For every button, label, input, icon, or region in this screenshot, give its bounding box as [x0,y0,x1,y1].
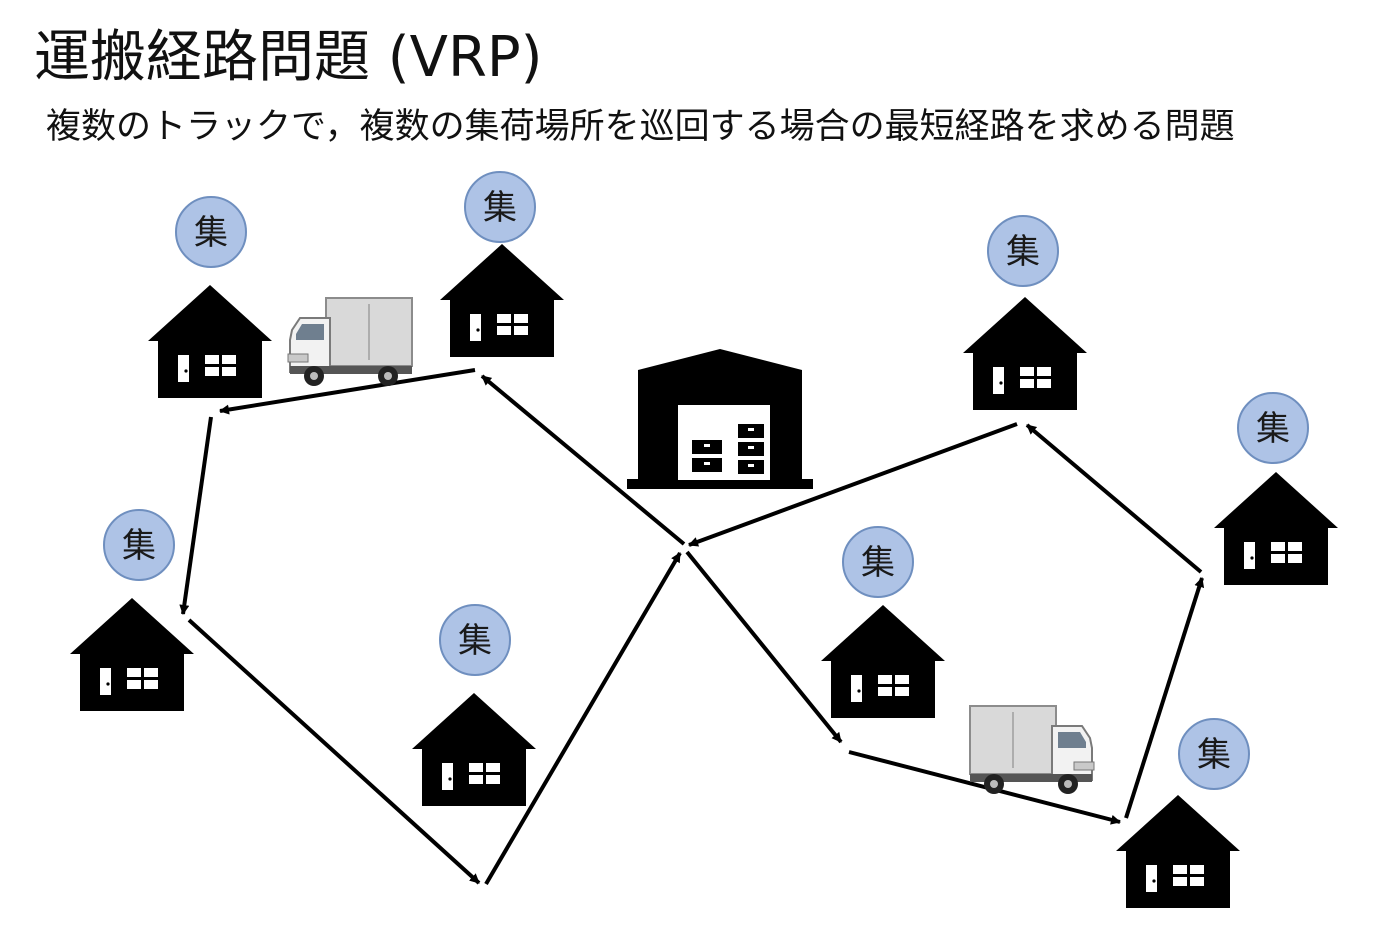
svg-text:集: 集 [1197,735,1231,775]
pickup-badge: 集 [1178,718,1250,790]
page-subtitle: 複数のトラックで，複数の集荷場所を巡回する場合の最短経路を求める問題 [46,107,1235,147]
pickup-badge: 集 [1237,392,1309,464]
svg-text:集: 集 [1256,409,1290,449]
route-arrow [219,368,476,415]
svg-text:集: 集 [483,188,517,228]
route-arrow [1124,577,1205,819]
house-icon [412,693,536,806]
route-arrow [480,374,686,546]
depot-warehouse-icon [627,349,813,489]
house-icon [1116,795,1240,908]
route-arrow [484,551,682,886]
route-arrow [1025,423,1203,574]
route-arrow [688,422,1018,547]
svg-text:集: 集 [458,621,492,661]
svg-text:集: 集 [1006,232,1040,272]
house-icon [70,598,194,711]
svg-text:集: 集 [122,526,156,566]
house-icon [821,605,945,718]
route-arrow [179,416,213,615]
pickup-badge: 集 [175,196,247,268]
pickup-badge: 集 [103,509,175,581]
pickup-badge: 集 [464,171,536,243]
svg-text:集: 集 [194,213,228,253]
pickup-badge: 集 [439,604,511,676]
page-title: 運搬経路問題 (VRP) [34,25,543,90]
pickup-badge: 集 [987,215,1059,287]
house-icon [963,297,1087,410]
truck-icon [969,705,1095,795]
route-arrow [187,618,481,885]
route-arrow [685,550,843,744]
house-icon [440,244,564,357]
house-icon [148,285,272,398]
truck-icon [287,297,413,387]
pickup-badge: 集 [842,526,914,598]
house-icon [1214,472,1338,585]
svg-text:集: 集 [861,543,895,583]
